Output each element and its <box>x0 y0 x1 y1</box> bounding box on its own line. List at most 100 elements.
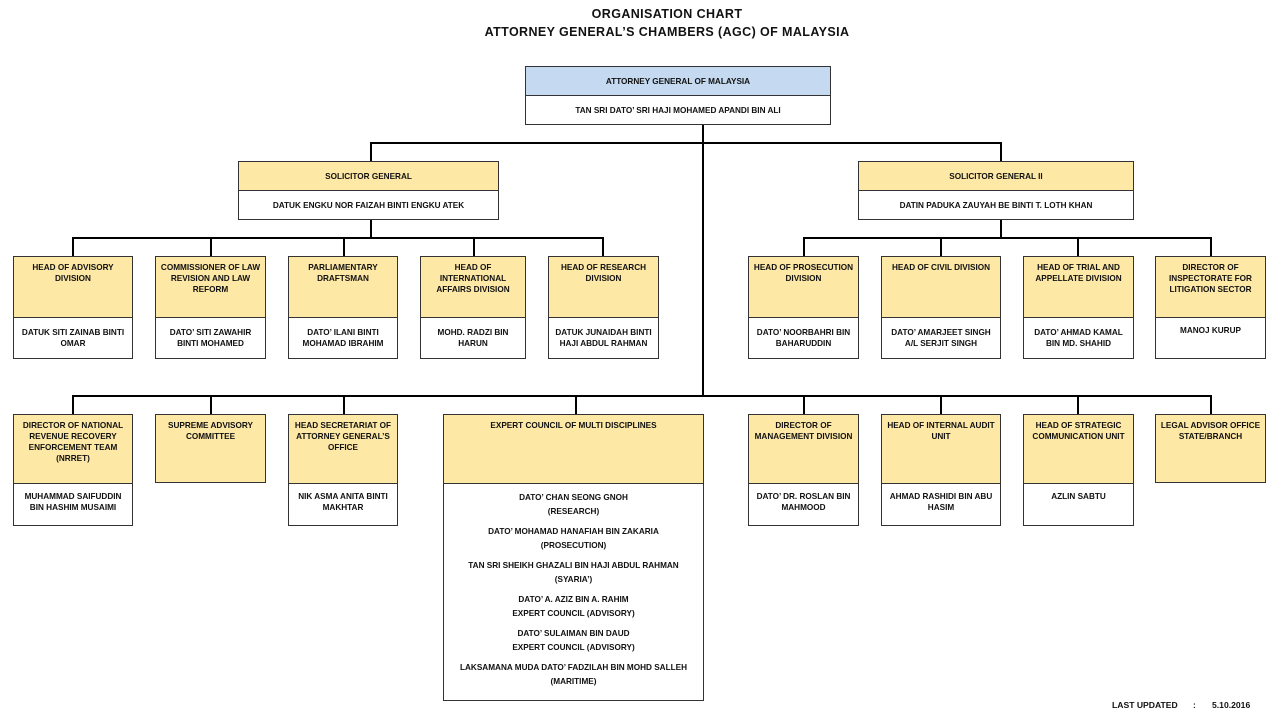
connector-bottom-bar <box>72 395 1212 397</box>
division-head-name: AZLIN SABTU <box>1051 492 1106 501</box>
member-name: DATO’ SULAIMAN BIN DAUD <box>517 629 630 638</box>
ag-name: TAN SRI DATO’ SRI HAJI MOHAMED APANDI BI… <box>575 105 781 115</box>
division-role: HEAD OF INTERNAL AUDIT UNIT <box>882 415 1000 484</box>
division-box: HEAD OF PROSECUTION DIVISION DATO’ NOORB… <box>748 256 859 359</box>
connector-drop <box>72 395 74 414</box>
sg1-name: DATUK ENGKU NOR FAIZAH BINTI ENGKU ATEK <box>272 200 465 210</box>
connector-drop <box>72 237 74 256</box>
division-head-name: AHMAD RASHIDI BIN ABU HASIM <box>889 492 993 512</box>
council-member: TAN SRI SHEIKH GHAZALI BIN HAJI ABDUL RA… <box>444 559 703 587</box>
division-box: HEAD OF INTERNAL AUDIT UNIT AHMAD RASHID… <box>881 414 1001 526</box>
division-head-name: MUHAMMAD SAIFUDDIN BIN HASHIM MUSAIMI <box>24 492 122 512</box>
member-name: LAKSAMANA MUDA DATO’ FADZILAH BIN MOHD S… <box>460 663 687 672</box>
sg2-box: SOLICITOR GENERAL II DATIN PADUKA ZAUYAH… <box>858 161 1134 220</box>
member-name: TAN SRI SHEIKH GHAZALI BIN HAJI ABDUL RA… <box>468 561 679 570</box>
division-role: HEAD OF INTERNATIONAL AFFAIRS DIVISION <box>421 257 525 318</box>
division-head-name: DATO’ AMARJEET SINGH A/L SERJIT SINGH <box>891 328 991 348</box>
member-name: DATO’ MOHAMAD HANAFIAH BIN ZAKARIA <box>488 527 659 536</box>
ag-box: ATTORNEY GENERAL OF MALAYSIA TAN SRI DAT… <box>525 66 831 125</box>
division-role: PARLIAMENTARY DRAFTSMAN <box>289 257 397 318</box>
member-area: (PROSECUTION) <box>540 541 607 550</box>
council-member: LAKSAMANA MUDA DATO’ FADZILAH BIN MOHD S… <box>444 661 703 689</box>
ag-role: ATTORNEY GENERAL OF MALAYSIA <box>526 67 830 96</box>
division-head-name: DATUK JUNAIDAH BINTI HAJI ABDUL RAHMAN <box>555 328 652 348</box>
council-member: DATO’ CHAN SEONG GNOH (RESEARCH) <box>444 491 703 519</box>
member-area: EXPERT COUNCIL (ADVISORY) <box>512 609 635 618</box>
member-name: DATO’ A. AZIZ BIN A. RAHIM <box>518 595 629 604</box>
member-area: (MARITIME) <box>550 677 597 686</box>
division-box: HEAD OF CIVIL DIVISION DATO’ AMARJEET SI… <box>881 256 1001 359</box>
division-role: LEGAL ADVISOR OFFICE STATE/BRANCH <box>1156 415 1265 482</box>
division-role: HEAD OF PROSECUTION DIVISION <box>749 257 858 318</box>
connector-drop <box>1210 395 1212 414</box>
division-head-name: MOHD. RADZI BIN HARUN <box>437 328 509 348</box>
connector-drop <box>473 237 475 256</box>
division-box: DIRECTOR OF INSPECTORATE FOR LITIGATION … <box>1155 256 1266 359</box>
connector-drop <box>803 395 805 414</box>
last-updated-date: 5.10.2016 <box>1212 700 1251 710</box>
connector-sg1-down <box>370 219 372 238</box>
division-head-name: DATO’ ILANI BINTI MOHAMAD IBRAHIM <box>302 328 384 348</box>
division-role: DIRECTOR OF MANAGEMENT DIVISION <box>749 415 858 484</box>
division-head-name: DATO’ DR. ROSLAN BIN MAHMOOD <box>756 492 851 512</box>
connector-drop <box>1077 395 1079 414</box>
sg1-box: SOLICITOR GENERAL DATUK ENGKU NOR FAIZAH… <box>238 161 499 220</box>
division-box: HEAD OF INTERNATIONAL AFFAIRS DIVISION M… <box>420 256 526 359</box>
committee-box: SUPREME ADVISORY COMMITTEE <box>155 414 266 483</box>
division-head-name: DATO’ SITI ZAWAHIR BINTI MOHAMED <box>169 328 252 348</box>
connector-drop <box>940 395 942 414</box>
sg1-role: SOLICITOR GENERAL <box>239 162 498 191</box>
connector-trunk <box>702 124 704 395</box>
division-role: COMMISSIONER OF LAW REVISION AND LAW REF… <box>156 257 265 318</box>
last-updated-separator: : <box>1193 700 1196 710</box>
connector-sg1-drop <box>370 142 372 161</box>
connector-drop <box>1210 237 1212 256</box>
sg2-role: SOLICITOR GENERAL II <box>859 162 1133 191</box>
member-area: (RESEARCH) <box>547 507 600 516</box>
division-box: HEAD OF ADVISORY DIVISION DATUK SITI ZAI… <box>13 256 133 359</box>
chart-title: ORGANISATION CHART <box>591 7 743 21</box>
council-member: DATO’ MOHAMAD HANAFIAH BIN ZAKARIA (PROS… <box>444 525 703 553</box>
council-member: DATO’ A. AZIZ BIN A. RAHIM EXPERT COUNCI… <box>444 593 703 621</box>
division-head-name: DATUK SITI ZAINAB BINTI OMAR <box>21 328 125 348</box>
last-updated-label: LAST UPDATED <box>1112 700 1178 710</box>
division-box: HEAD SECRETARIAT OF ATTORNEY GENERAL’S O… <box>288 414 398 526</box>
division-role: DIRECTOR OF NATIONAL REVENUE RECOVERY EN… <box>14 415 132 484</box>
division-role: SUPREME ADVISORY COMMITTEE <box>156 415 265 482</box>
member-area: (SYARIA’) <box>554 575 593 584</box>
division-role: HEAD OF STRATEGIC COMMUNICATION UNIT <box>1024 415 1133 484</box>
member-name: DATO’ CHAN SEONG GNOH <box>519 493 628 502</box>
connector-sg1-bar <box>72 237 604 239</box>
connector-sg-bar <box>370 142 1002 144</box>
division-box: HEAD OF STRATEGIC COMMUNICATION UNIT AZL… <box>1023 414 1134 526</box>
division-head-name: DATO’ AHMAD KAMAL BIN MD. SHAHID <box>1034 328 1123 348</box>
chart-subtitle: ATTORNEY GENERAL’S CHAMBERS (AGC) OF MAL… <box>484 25 850 39</box>
connector-drop <box>210 237 212 256</box>
division-role: HEAD SECRETARIAT OF ATTORNEY GENERAL’S O… <box>289 415 397 484</box>
division-box: HEAD OF RESEARCH DIVISION DATUK JUNAIDAH… <box>548 256 659 359</box>
connector-drop <box>210 395 212 414</box>
connector-drop <box>343 395 345 414</box>
division-box: PARLIAMENTARY DRAFTSMAN DATO’ ILANI BINT… <box>288 256 398 359</box>
division-box: HEAD OF TRIAL AND APPELLATE DIVISION DAT… <box>1023 256 1134 359</box>
division-box: DIRECTOR OF NATIONAL REVENUE RECOVERY EN… <box>13 414 133 526</box>
connector-drop <box>575 395 577 414</box>
division-role: DIRECTOR OF INSPECTORATE FOR LITIGATION … <box>1156 257 1265 318</box>
connector-drop <box>803 237 805 256</box>
council-role: EXPERT COUNCIL OF MULTI DISCIPLINES <box>444 415 703 484</box>
connector-drop <box>343 237 345 256</box>
division-role: HEAD OF ADVISORY DIVISION <box>14 257 132 318</box>
division-role: HEAD OF CIVIL DIVISION <box>882 257 1000 318</box>
connector-sg2-drop <box>1000 142 1002 161</box>
division-box: COMMISSIONER OF LAW REVISION AND LAW REF… <box>155 256 266 359</box>
division-head-name: NIK ASMA ANITA BINTI MAKHTAR <box>298 492 388 512</box>
connector-drop <box>1077 237 1079 256</box>
council-member: DATO’ SULAIMAN BIN DAUD EXPERT COUNCIL (… <box>444 627 703 655</box>
connector-sg2-bar <box>803 237 1212 239</box>
division-box: DIRECTOR OF MANAGEMENT DIVISION DATO’ DR… <box>748 414 859 526</box>
legal-advisor-box: LEGAL ADVISOR OFFICE STATE/BRANCH <box>1155 414 1266 483</box>
connector-drop <box>940 237 942 256</box>
sg2-name: DATIN PADUKA ZAUYAH BE BINTI T. LOTH KHA… <box>899 200 1093 210</box>
council-member-list: DATO’ CHAN SEONG GNOH (RESEARCH) DATO’ M… <box>444 484 703 700</box>
expert-council-box: EXPERT COUNCIL OF MULTI DISCIPLINES DATO… <box>443 414 704 701</box>
